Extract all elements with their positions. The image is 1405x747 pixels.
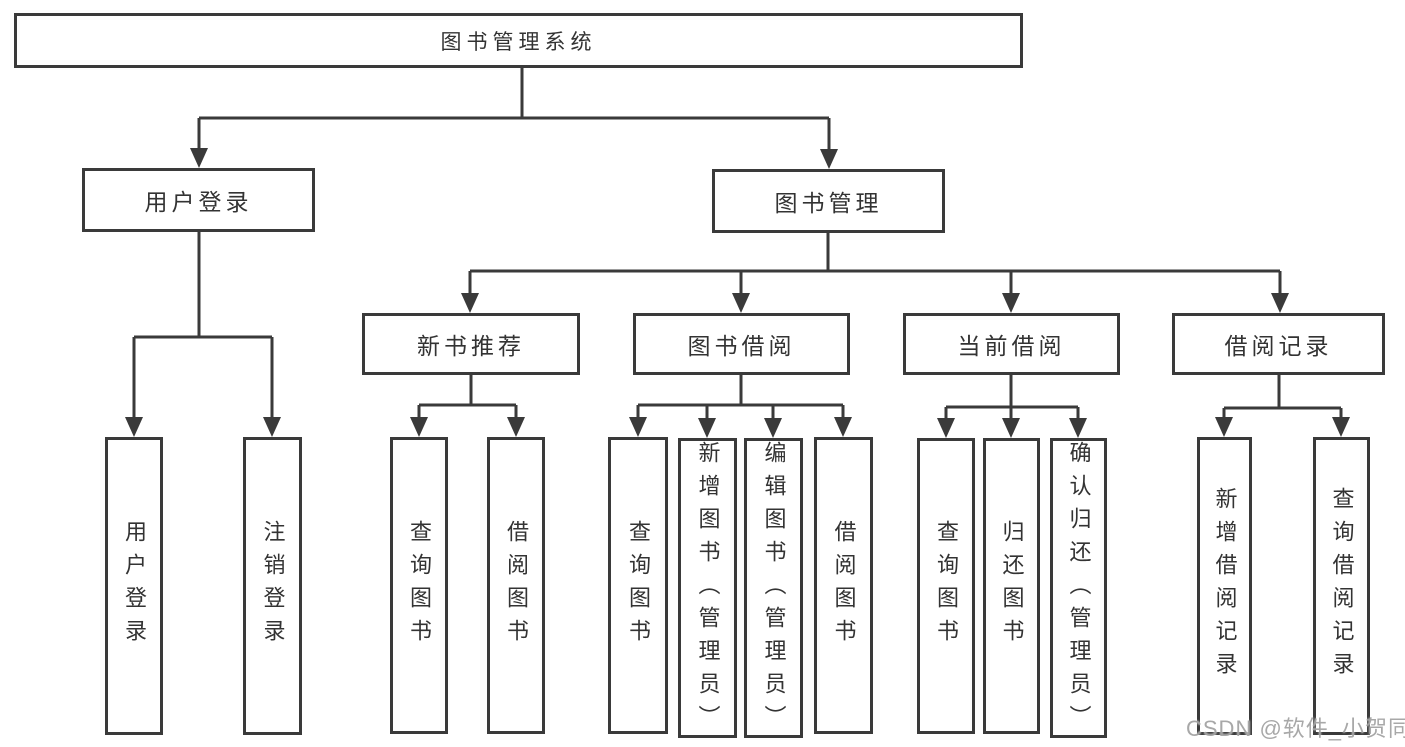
leaf-query-books-current: 查询图书 [917, 438, 975, 734]
arrowhead-icon [507, 417, 525, 437]
arrowhead-icon [1002, 418, 1020, 438]
leaf-return-books: 归还图书 [983, 438, 1040, 734]
leaf-edit-books-admin: 编辑图书（管理员） [744, 438, 803, 738]
connector-book-mgmt-children [461, 233, 1289, 313]
arrowhead-icon [732, 293, 750, 313]
arrowhead-icon [190, 148, 208, 168]
node-new-book-recommend: 新书推荐 [362, 313, 580, 375]
leaf-add-books-admin: 新增图书（管理员） [678, 438, 737, 738]
arrowhead-icon [834, 417, 852, 437]
leaf-query-borrow-record: 查询借阅记录 [1313, 437, 1370, 735]
arrowhead-icon [1215, 417, 1233, 437]
connector-current-borrow-children [937, 375, 1087, 438]
arrowhead-icon [764, 418, 782, 438]
node-book-borrow: 图书借阅 [633, 313, 850, 375]
arrowhead-icon [1069, 418, 1087, 438]
node-current-borrow: 当前借阅 [903, 313, 1120, 375]
connector-borrow-record-children [1215, 375, 1350, 437]
connector-root-to-branches [190, 68, 838, 169]
node-library-system-root: 图书管理系统 [14, 13, 1023, 68]
connector-new-book-children [410, 375, 525, 437]
arrowhead-icon [937, 418, 955, 438]
arrowhead-icon [1271, 293, 1289, 313]
leaf-borrow-books-recommend: 借阅图书 [487, 437, 545, 734]
arrowhead-icon [698, 418, 716, 438]
leaf-query-books-recommend: 查询图书 [390, 437, 448, 734]
arrowhead-icon [629, 417, 647, 437]
leaf-query-books-borrow: 查询图书 [608, 437, 668, 734]
arrowhead-icon [125, 417, 143, 437]
arrowhead-icon [461, 293, 479, 313]
leaf-confirm-return-admin: 确认归还（管理员） [1050, 438, 1107, 738]
leaf-add-borrow-record: 新增借阅记录 [1197, 437, 1252, 735]
node-user-login: 用户登录 [82, 168, 315, 232]
arrowhead-icon [410, 417, 428, 437]
connector-user-login-children [125, 232, 281, 437]
arrowhead-icon [1002, 293, 1020, 313]
node-borrow-records: 借阅记录 [1172, 313, 1385, 375]
leaf-borrow-books: 借阅图书 [814, 437, 873, 734]
arrowhead-icon [1332, 417, 1350, 437]
node-book-management: 图书管理 [712, 169, 945, 233]
leaf-logout: 注销登录 [243, 437, 302, 735]
arrowhead-icon [820, 149, 838, 169]
leaf-user-login: 用户登录 [105, 437, 163, 735]
arrowhead-icon [263, 417, 281, 437]
csdn-watermark: CSDN @软件_小贺同学 [1186, 716, 1405, 741]
connector-book-borrow-children [629, 375, 852, 438]
